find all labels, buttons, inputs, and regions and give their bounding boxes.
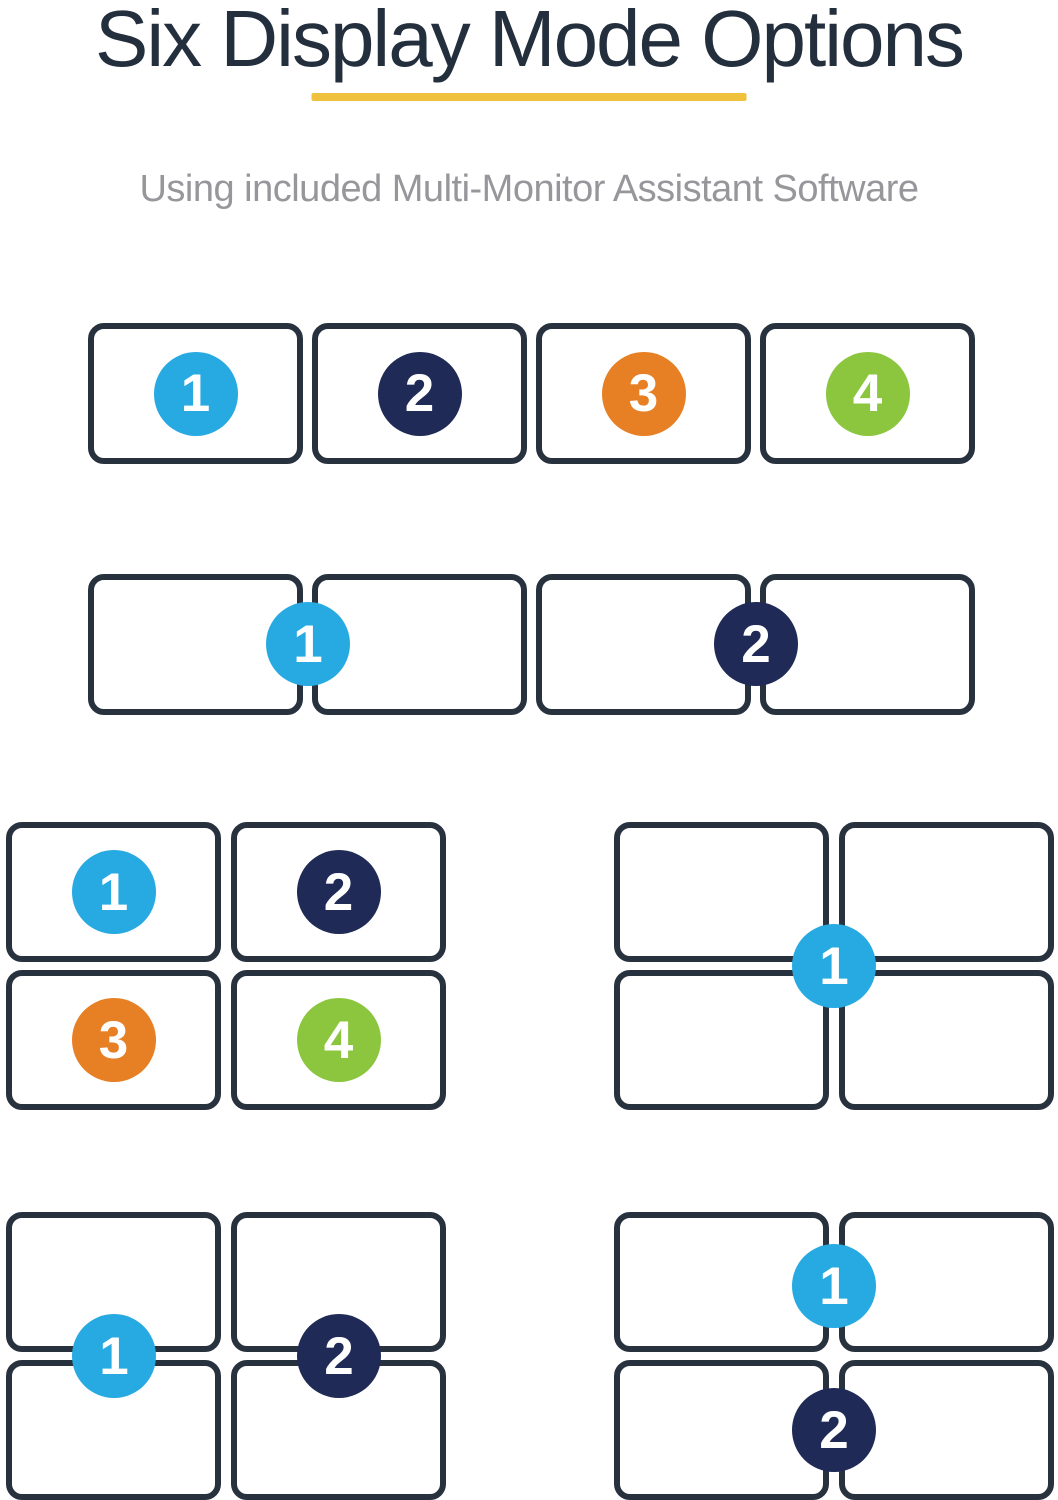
display-number-badge: 4 — [296, 998, 381, 1082]
display-number-badge: 1 — [266, 602, 350, 686]
display-mode-extended-4x1: 1 2 3 4 — [88, 323, 975, 464]
monitor: 3 — [536, 323, 751, 464]
display-number-badge: 1 — [153, 351, 238, 436]
monitor: 3 — [6, 970, 221, 1110]
display-number-badge: 1 — [71, 850, 156, 934]
display-number-badge: 4 — [825, 351, 910, 436]
monitor — [839, 970, 1054, 1110]
monitor — [614, 970, 829, 1110]
page-title: Six Display Mode Options — [95, 0, 965, 83]
monitor: 2 — [312, 323, 527, 464]
title-underline-accent — [311, 93, 747, 101]
display-number-badge: 2 — [792, 1388, 876, 1472]
display-number-badge: 1 — [72, 1314, 156, 1398]
display-number-badge: 2 — [296, 850, 381, 934]
display-mode-horizontal-spans-2x2: 1 2 — [614, 1212, 1054, 1500]
display-number-badge: 1 — [792, 924, 876, 1008]
display-mode-extended-2x2: 1 2 3 4 — [6, 822, 446, 1110]
monitor — [839, 822, 1054, 962]
page-subtitle: Using included Multi-Monitor Assistant S… — [139, 168, 919, 210]
monitor: 1 — [6, 822, 221, 962]
display-mode-vertical-spans-2x2: 1 2 — [6, 1212, 446, 1500]
monitor: 2 — [231, 822, 446, 962]
display-number-badge: 2 — [377, 351, 462, 436]
display-number-badge: 2 — [714, 602, 798, 686]
display-number-badge: 1 — [792, 1244, 876, 1328]
display-mode-spanned-pairs-4x1: 1 2 — [88, 574, 975, 715]
display-number-badge: 3 — [71, 998, 156, 1082]
monitor: 4 — [760, 323, 975, 464]
monitor: 4 — [231, 970, 446, 1110]
display-mode-spanned-all-2x2: 1 — [614, 822, 1054, 1110]
monitor: 1 — [88, 323, 303, 464]
display-number-badge: 2 — [297, 1314, 381, 1398]
monitor — [614, 822, 829, 962]
display-number-badge: 3 — [601, 351, 686, 436]
